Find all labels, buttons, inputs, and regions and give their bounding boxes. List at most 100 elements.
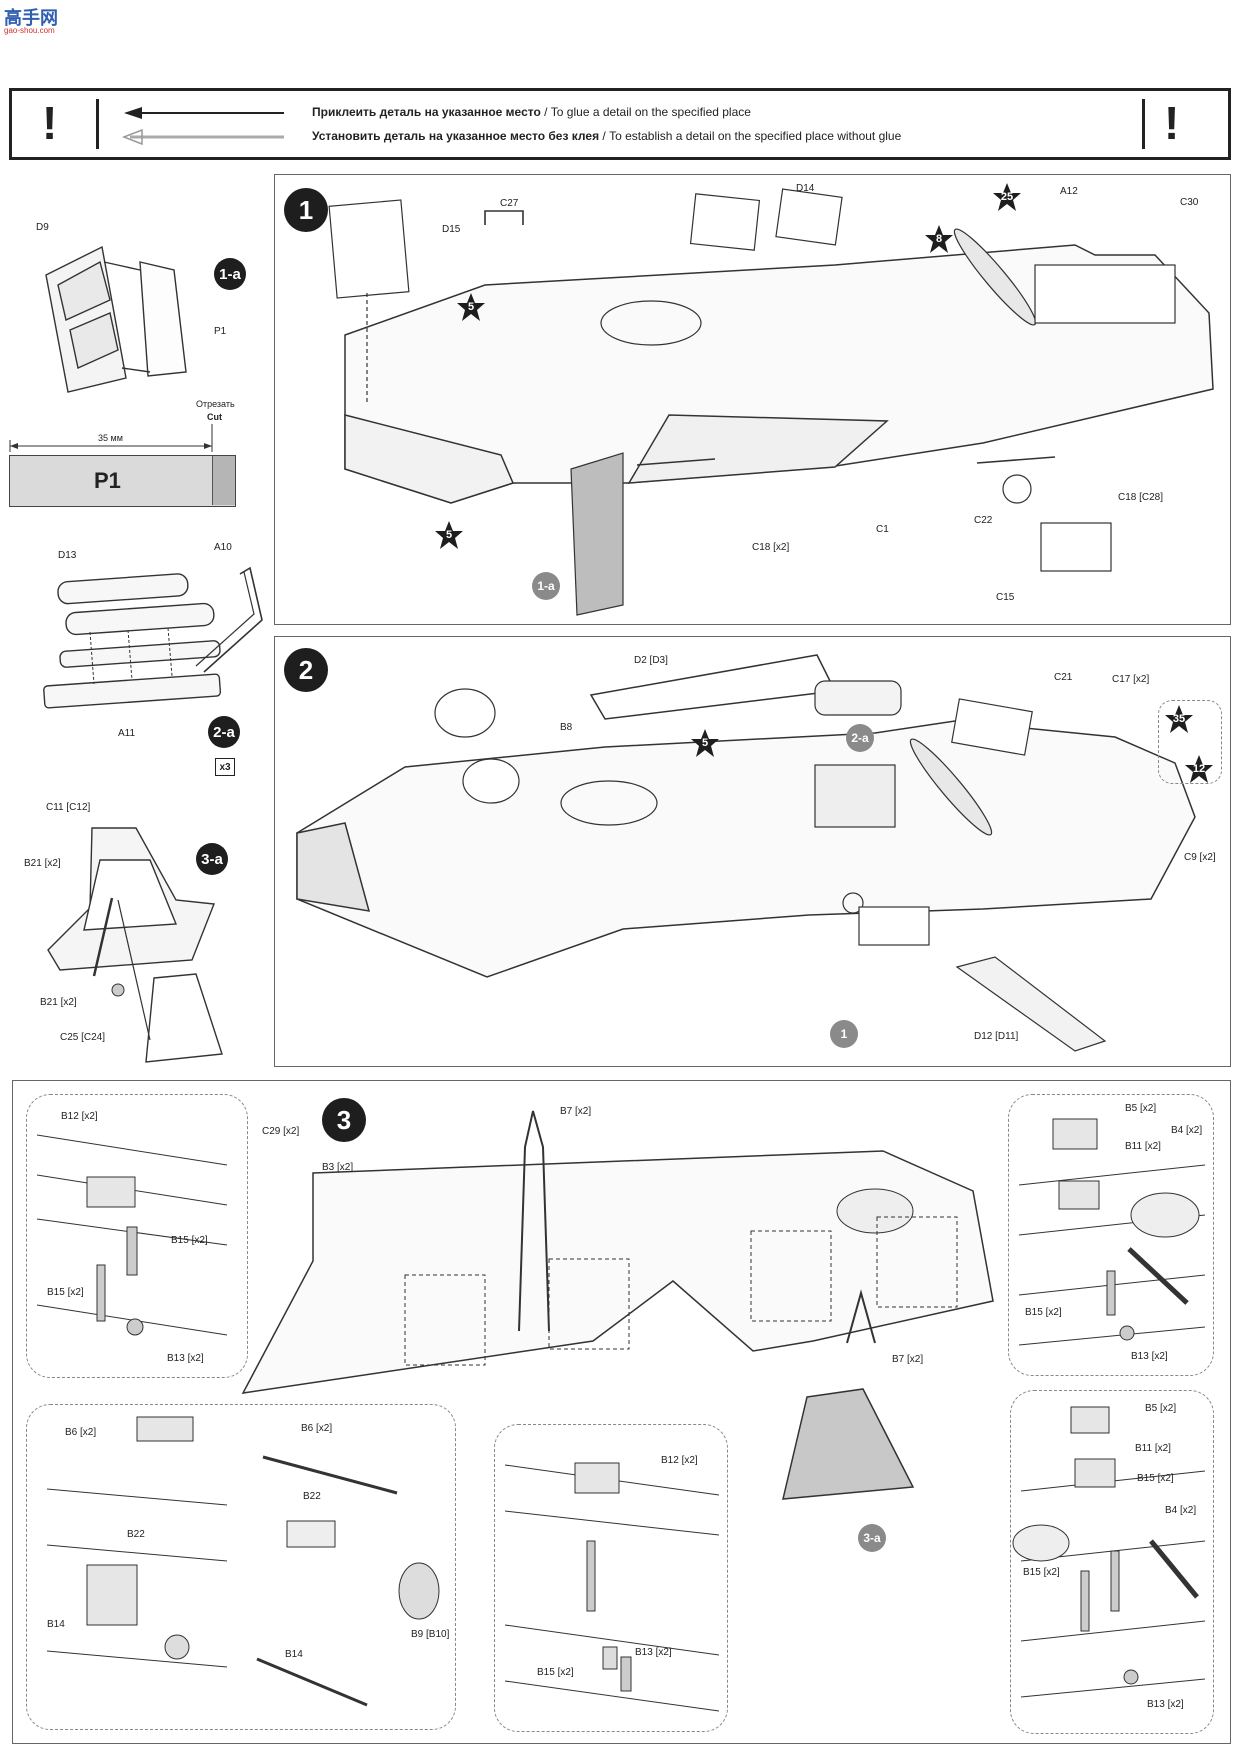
step-3-panel (12, 1080, 1231, 1744)
a11-rack-drawing (43, 566, 263, 709)
label-c29: C29 [x2] (262, 1126, 300, 1137)
legend-noglue-en: / To establish a detail on the specified… (599, 129, 902, 143)
label-d15: D15 (442, 224, 461, 235)
star-badge-s1-text: 5 (467, 301, 475, 313)
label-tr-b5: B5 [x2] (1125, 1103, 1157, 1114)
star2-badge-s3-text: 12 (1192, 763, 1206, 775)
label-b7-bottom: B7 [x2] (892, 1354, 924, 1365)
star2-badge-s1: 5 (690, 728, 720, 758)
legend-glue-line: Приклеить деталь на указанное место / To… (312, 105, 751, 119)
label-c1: C1 (876, 524, 889, 535)
label-tr-b15: B15 [x2] (1025, 1307, 1062, 1318)
label-bm-b15: B15 [x2] (537, 1667, 574, 1678)
p1-cut-zone (212, 456, 235, 505)
watermark-site: gao-shou.com (4, 26, 55, 35)
label-tr-b4: B4 [x2] (1171, 1125, 1203, 1136)
label-d13: D13 (58, 550, 77, 561)
label-c21: C21 (1054, 672, 1073, 683)
label-br-b4: B4 [x2] (1165, 1505, 1197, 1516)
label-b21-top: B21 [x2] (24, 858, 61, 869)
p1-dimension-line (9, 424, 213, 452)
label-bm-b12: B12 [x2] (661, 1455, 698, 1466)
p1-strip: P1 (9, 455, 236, 507)
label-br-b15a: B15 [x2] (1137, 1473, 1174, 1484)
label-a11: A11 (118, 728, 136, 739)
watermark-logo: 高手网 gao-shou.com (4, 4, 68, 38)
label-c22: C22 (974, 515, 993, 526)
star-badge-s1: 5 (456, 292, 486, 322)
label-c18-c28: C18 [C28] (1118, 492, 1164, 503)
star2-badge-s1-text: 5 (701, 737, 709, 749)
step-3-hull-drawing (241, 1110, 994, 1500)
step-3-number: 3 (322, 1098, 366, 1142)
label-a12: A12 (1060, 186, 1078, 197)
label-c15: C15 (996, 592, 1015, 603)
label-d2: D2 [D3] (634, 655, 668, 666)
legend-glue-en: / To glue a detail on the specified plac… (540, 105, 751, 119)
star-badge-s4: 8 (924, 224, 954, 254)
label-b8: B8 (560, 722, 573, 733)
warning-icon-right: ! (1164, 97, 1180, 149)
callout-bottom-middle: B12 [x2] B15 [x2] B13 [x2] (494, 1424, 728, 1732)
step-2-hull-drawing (296, 654, 1196, 1052)
star-icon (925, 225, 953, 253)
d9-hatch-frame-drawing (45, 245, 187, 393)
label-d12: D12 [D11] (974, 1031, 1019, 1042)
star2-badge-s3: 12 (1184, 754, 1214, 784)
label-c30: C30 (1180, 197, 1199, 208)
legend-glue-ru: Приклеить деталь на указанное место (312, 105, 541, 119)
callout-top-left: B12 [x2] B15 [x2] B15 [x2] B13 [x2] (26, 1094, 248, 1378)
label-b21-bottom: B21 [x2] (40, 997, 77, 1008)
x3-label: x3 (219, 761, 231, 773)
label-c17: C17 [x2] (1112, 674, 1150, 685)
star-icon (1185, 755, 1213, 783)
star-badge-s2: 5 (434, 520, 464, 550)
step-1-hull-drawing (328, 188, 1214, 616)
label-tr-b11: B11 [x2] (1125, 1141, 1161, 1152)
watermark-logo-text: 高手网 (4, 8, 58, 29)
callout-top-left-drawing (36, 1134, 228, 1336)
label-a10: A10 (214, 542, 232, 553)
callout-bottom-left: B6 [x2] B22 B14 B6 [x2] B22 B9 [B10] B14 (26, 1404, 456, 1730)
step-2-number: 2 (284, 648, 328, 692)
star-badge-s3-text: 25 (1000, 191, 1014, 203)
star2-badge-s2: 35 (1164, 704, 1194, 734)
label-c11: C11 [C12] (46, 802, 91, 813)
step-1-ref-badge: 1 (830, 1020, 858, 1048)
label-bl-b14a: B14 (47, 1619, 65, 1630)
legend-arrows-icon (121, 107, 284, 146)
label-cut-ru: Отрезать (196, 399, 235, 409)
label-bl-b9: B9 [B10] (411, 1629, 450, 1640)
label-bl-b14b: B14 (285, 1649, 303, 1660)
star-icon (457, 293, 485, 321)
step-3a-ref-badge: 3-a (858, 1524, 886, 1552)
label-bl-b22b: B22 (303, 1491, 321, 1502)
label-tl-b12: B12 [x2] (61, 1111, 98, 1122)
label-d9: D9 (36, 222, 49, 233)
label-c25: C25 [C24] (60, 1032, 106, 1043)
star-icon (1165, 705, 1193, 733)
label-c27: C27 (500, 198, 519, 209)
step-1a-ref-badge: 1-a (532, 572, 560, 600)
star-icon (435, 521, 463, 549)
step-1-number: 1 (284, 188, 328, 232)
step-1-panel (274, 174, 1231, 625)
legend-bar: ! Приклеить деталь на указанное место / … (9, 88, 1231, 160)
label-tr-b13: B13 [x2] (1131, 1351, 1168, 1362)
label-br-b11: B11 [x2] (1135, 1443, 1171, 1454)
label-bl-b6a: B6 [x2] (65, 1427, 97, 1438)
label-c9: C9 [x2] (1184, 852, 1216, 863)
legend-divider-right (1142, 99, 1145, 149)
label-b3: B3 [x2] (322, 1162, 354, 1173)
callout-top-right: B5 [x2] B4 [x2] B11 [x2] B15 [x2] B13 [x… (1008, 1094, 1214, 1376)
label-tl-b15b: B15 [x2] (47, 1287, 84, 1298)
star2-badge-s2-text: 35 (1172, 713, 1186, 725)
star-icon (993, 183, 1021, 211)
warning-icon-left: ! (42, 97, 58, 149)
label-bl-b22a: B22 (127, 1529, 145, 1540)
label-br-b15b: B15 [x2] (1023, 1567, 1060, 1578)
c9-detail-callout (1158, 700, 1222, 784)
label-cut-en: Cut (207, 412, 222, 422)
step-3a-badge: 3-a (196, 843, 228, 875)
label-tl-b13: B13 [x2] (167, 1353, 204, 1364)
